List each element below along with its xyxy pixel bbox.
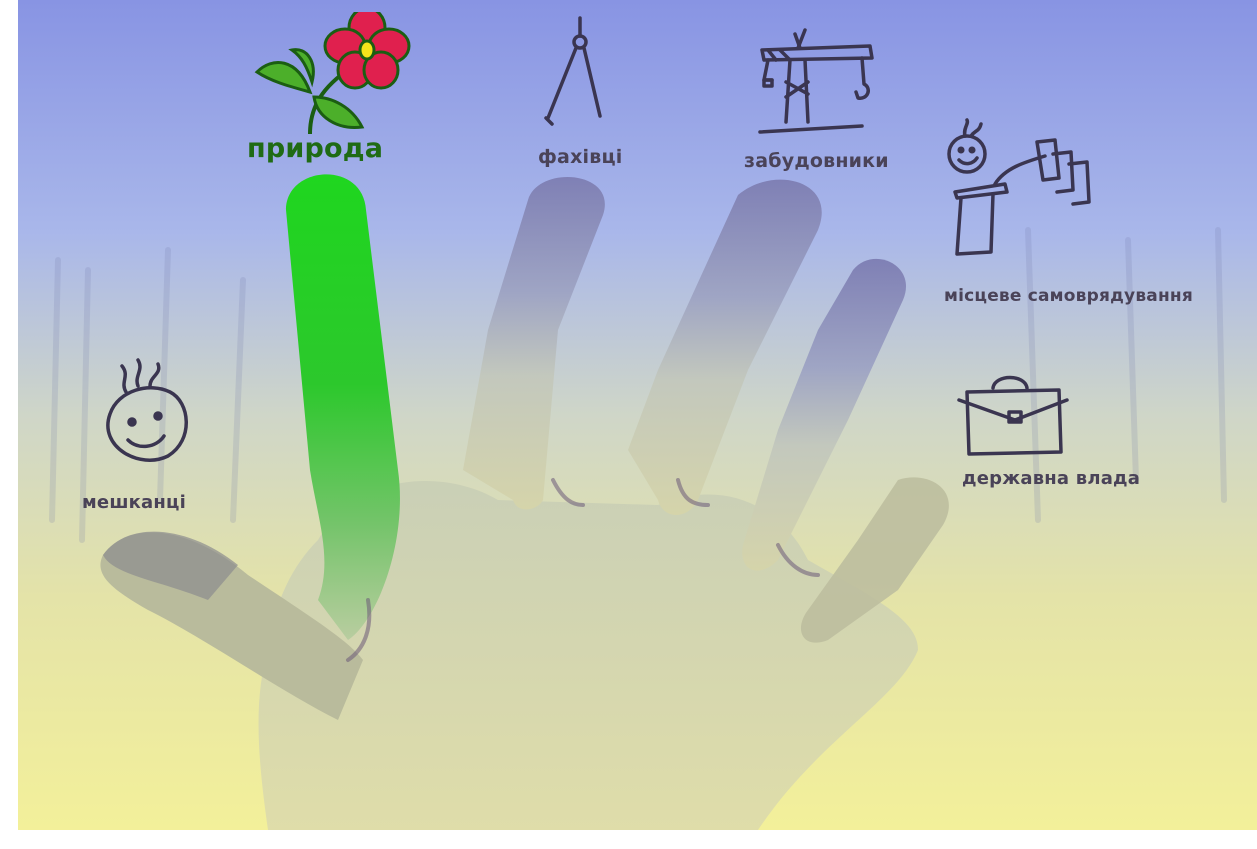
label-developers: забудовники xyxy=(744,150,889,172)
crane-icon xyxy=(750,22,885,140)
label-state-power: державна влада xyxy=(962,468,1140,489)
label-specialists: фахівці xyxy=(538,146,622,168)
label-residents: мешканці xyxy=(82,492,186,513)
briefcase-icon xyxy=(955,370,1075,460)
label-nature: природа xyxy=(247,133,383,164)
official-icon xyxy=(945,118,1105,258)
smiley-face-icon xyxy=(90,352,200,472)
flower-icon xyxy=(252,12,422,137)
label-local-government: місцеве самоврядування xyxy=(944,286,1193,306)
compass-icon xyxy=(540,14,610,126)
